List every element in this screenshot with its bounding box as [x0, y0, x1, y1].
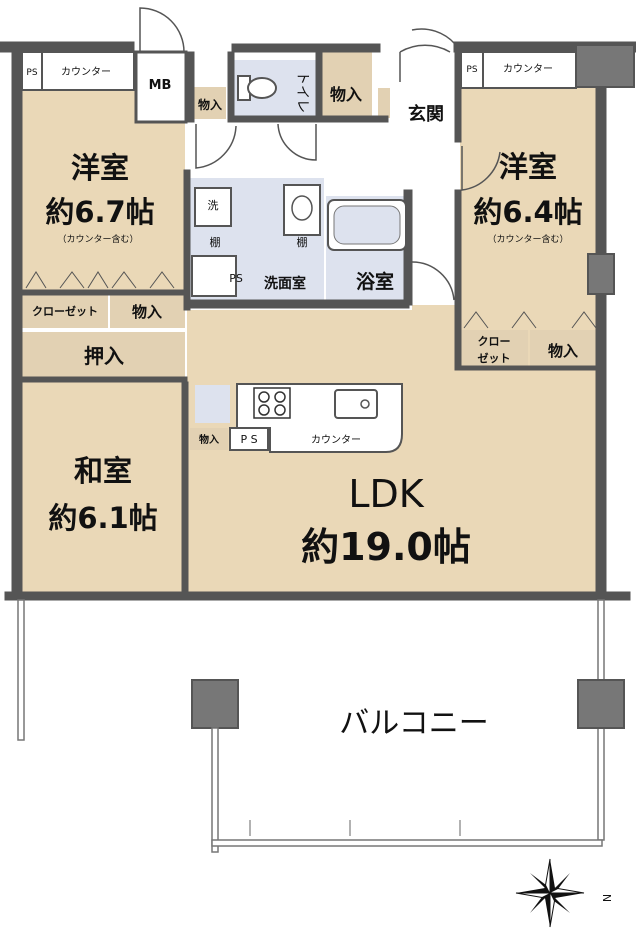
kitchen-sink: [334, 389, 378, 419]
storage-toilet-fill: [320, 52, 372, 118]
western-room-right-fill: [460, 88, 597, 328]
closet-right-line1: クロー: [478, 335, 511, 348]
toilet-name: トイレ: [294, 71, 310, 113]
bath-name: 浴室: [356, 270, 394, 293]
washroom-name: 洗面室: [264, 275, 306, 292]
japanese-size: 約6.1帖: [48, 501, 157, 535]
ldk-name: LDK: [348, 472, 424, 516]
stove-icon: [253, 387, 291, 419]
western-left-size: 約6.7帖: [45, 195, 154, 229]
ps-right-box: [460, 51, 484, 89]
entrance-name: 玄関: [408, 103, 444, 125]
sink-drain: [360, 399, 370, 409]
mb-label: MB: [149, 78, 172, 93]
western-right-note: （カウンター含む）: [487, 233, 568, 245]
bathtub-inner: [333, 205, 401, 245]
western-room-left-fill: [22, 90, 185, 295]
storage-ldk-label: 物入: [199, 433, 219, 446]
ldk-upper-fill: [412, 305, 460, 315]
shelf-left-label: 棚: [210, 235, 221, 249]
western-right-name: 洋室: [499, 150, 557, 184]
closet-door-marks: [25, 271, 597, 329]
ps-wash-label: PS: [229, 272, 243, 285]
oshiire-label: 押入: [84, 344, 124, 368]
compass-north-label: N: [600, 894, 613, 902]
balcony-area: [17, 599, 625, 853]
counter-left-label: カウンター: [61, 66, 111, 78]
japanese-name: 和室: [74, 454, 132, 488]
closet-right-line2: ゼット: [478, 351, 511, 365]
ps-wash-box: [191, 255, 237, 297]
closet-left-fill: [22, 295, 108, 328]
ldk-fill: [187, 310, 597, 595]
shelf-right-label: 棚: [297, 235, 308, 249]
ps-left-box: [21, 51, 43, 91]
storage-mb-label: 物入: [198, 97, 222, 112]
entrance-step: [378, 88, 390, 118]
western-left-note: （カウンター含む）: [57, 233, 138, 245]
mb-box: [134, 50, 188, 124]
closet-right-fill: [460, 330, 528, 368]
ldk-size: 約19.0帖: [301, 525, 471, 569]
japanese-room-fill: [22, 382, 185, 594]
basin-icon: [291, 195, 313, 221]
washer-box: [194, 187, 232, 227]
closet-left-label: クローゼット: [32, 304, 98, 318]
entrance-fill: [388, 88, 460, 144]
outer-walls: [0, 41, 636, 601]
kitchen-sink-fill: [195, 385, 230, 423]
counter-right-label: カウンター: [503, 63, 553, 75]
compass-rose-icon: [515, 858, 585, 928]
storage-right-label: 物入: [548, 342, 578, 360]
storage-right-fill: [530, 330, 597, 368]
counter-ldk-label: カウンター: [311, 434, 361, 446]
pillar-top-right: [575, 44, 635, 88]
oshiire-fill: [22, 332, 185, 378]
ps-ldk-label: P S: [240, 433, 257, 446]
toilet-bowl-icon: [237, 75, 277, 101]
storage-ldk-fill: [190, 428, 228, 450]
door-swings: [139, 7, 501, 301]
ps-right-label: PS: [466, 65, 477, 75]
storage-toilet-label: 物入: [330, 85, 362, 104]
storage-mb-fill: [193, 87, 226, 119]
balcony-name: バルコニー: [339, 706, 488, 741]
storage-left-label: 物入: [132, 303, 162, 321]
storage-left-fill: [110, 295, 185, 328]
western-right-size: 約6.4帖: [473, 195, 582, 229]
pillar-right-mid: [587, 253, 615, 295]
western-left-name: 洋室: [71, 151, 129, 185]
washer-label: 洗: [208, 199, 219, 212]
ps-ldk-box: [229, 427, 269, 451]
ps-left-label: PS: [26, 68, 37, 78]
